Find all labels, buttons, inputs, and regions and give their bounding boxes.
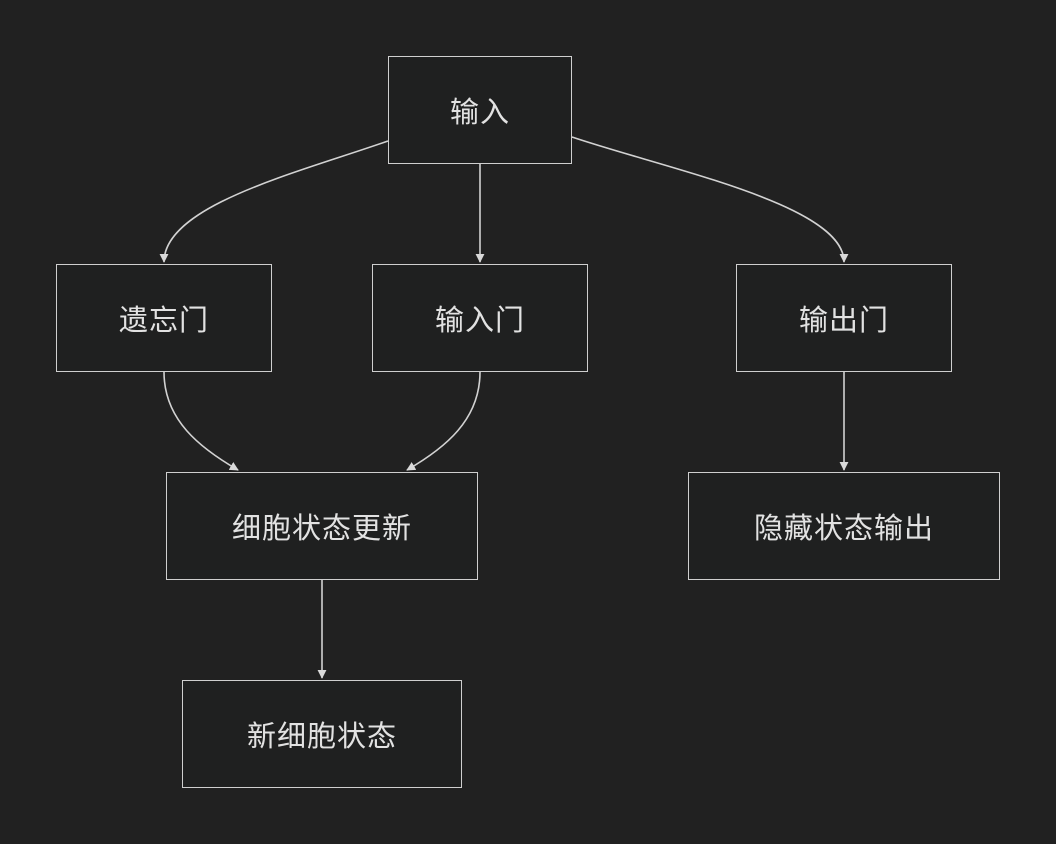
node-input-gate-label: 输入门 [434, 303, 525, 337]
node-new-cell-state: 新细胞状态 [182, 680, 462, 788]
node-input-label: 输入 [449, 95, 510, 129]
node-hidden-state-output: 隐藏状态输出 [688, 472, 1000, 580]
edge-input-to-output-gate [571, 136, 849, 263]
node-input: 输入 [388, 56, 572, 164]
node-forget-gate-label: 遗忘门 [118, 303, 209, 337]
node-new-cell-state-label: 新细胞状态 [246, 719, 397, 753]
node-cell-state-update: 细胞状态更新 [166, 472, 478, 580]
node-output-gate: 输出门 [736, 264, 952, 372]
edge-forget-gate-to-cell-state-update [163, 371, 239, 471]
node-cell-state-update-label: 细胞状态更新 [231, 511, 412, 545]
edge-input-to-forget-gate [159, 140, 389, 263]
edge-input-gate-to-cell-state-update [406, 371, 481, 471]
node-hidden-state-output-label: 隐藏状态输出 [753, 511, 934, 545]
node-output-gate-label: 输出门 [798, 303, 889, 337]
node-forget-gate: 遗忘门 [56, 264, 272, 372]
node-input-gate: 输入门 [372, 264, 588, 372]
